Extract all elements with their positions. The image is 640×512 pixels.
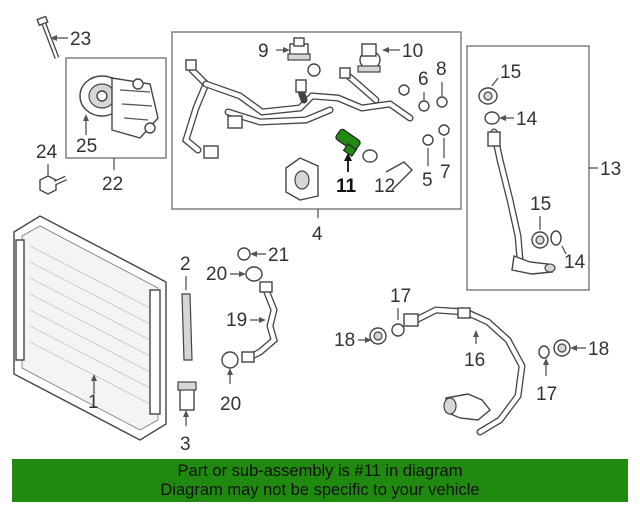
line-19[interactable] — [241, 281, 278, 363]
box-4 — [171, 31, 462, 210]
bolt-23[interactable] — [36, 15, 60, 59]
bolt-24[interactable] — [39, 175, 68, 195]
banner-line-2: Diagram may not be specific to your vehi… — [160, 481, 480, 499]
compressor-25[interactable] — [79, 75, 159, 139]
o-ring-8[interactable] — [436, 96, 448, 108]
arrow-16 — [473, 330, 479, 337]
callout-4[interactable]: 4 — [312, 224, 323, 245]
callout-1[interactable]: 1 — [88, 392, 99, 413]
o-ring-near-9[interactable] — [307, 63, 321, 77]
callout-25[interactable]: 25 — [76, 136, 97, 157]
callout-24[interactable]: 24 — [36, 142, 58, 163]
callout-13[interactable]: 13 — [600, 159, 621, 180]
o-ring-17-left[interactable] — [391, 323, 405, 337]
pipe-assembly-4[interactable] — [181, 59, 414, 159]
condenser-1[interactable] — [13, 215, 167, 441]
callout-8[interactable]: 8 — [436, 59, 447, 80]
seal-20-bottom[interactable] — [221, 351, 239, 369]
callout-21[interactable]: 21 — [268, 245, 289, 266]
arrow-23 — [50, 35, 57, 41]
box-22 — [65, 57, 167, 159]
banner-line-1: Part or sub-assembly is #11 in diagram — [177, 462, 463, 480]
callout-12[interactable]: 12 — [374, 176, 395, 197]
isolator-block[interactable] — [285, 157, 319, 201]
o-ring-upper[interactable] — [398, 84, 410, 96]
callout-17a[interactable]: 17 — [390, 286, 411, 307]
callout-17b[interactable]: 17 — [536, 384, 557, 405]
callout-16[interactable]: 16 — [464, 350, 485, 371]
callout-19[interactable]: 19 — [226, 310, 247, 331]
arrow-21 — [250, 251, 257, 257]
valve-10[interactable] — [357, 43, 381, 73]
arrow-3 — [183, 410, 189, 417]
arrow-9 — [283, 47, 290, 53]
arrow-18b — [570, 345, 577, 351]
leader-15a — [491, 77, 499, 87]
o-ring-5[interactable] — [422, 134, 434, 146]
o-ring-12[interactable] — [362, 149, 378, 163]
arrow-20a — [239, 271, 246, 277]
callout-11[interactable]: 11 — [336, 176, 357, 197]
pressure-switch-11[interactable] — [335, 128, 362, 157]
arrow-18a — [365, 337, 372, 343]
info-banner: Part or sub-assembly is #11 in diagram D… — [12, 459, 628, 502]
o-ring-17-right[interactable] — [538, 345, 550, 359]
o-ring-7[interactable] — [438, 124, 450, 136]
arrow-10 — [382, 47, 389, 53]
seal-20-top[interactable] — [245, 266, 263, 282]
hose-13[interactable] — [487, 128, 556, 275]
callout-18b[interactable]: 18 — [588, 339, 609, 360]
o-ring-6[interactable] — [418, 100, 430, 112]
callout-20b[interactable]: 20 — [220, 394, 241, 415]
arrow-19 — [259, 317, 266, 323]
callout-5[interactable]: 5 — [422, 170, 433, 191]
callout-15a[interactable]: 15 — [500, 62, 521, 83]
o-ring-14-bottom[interactable] — [550, 230, 562, 246]
drier-3[interactable] — [177, 381, 197, 411]
callout-15b[interactable]: 15 — [530, 194, 551, 215]
callout-20a[interactable]: 20 — [206, 264, 227, 285]
fitting-9[interactable] — [287, 37, 311, 61]
callout-22[interactable]: 22 — [102, 174, 123, 195]
leader-14b — [561, 245, 567, 255]
callout-10[interactable]: 10 — [402, 41, 423, 62]
callout-3[interactable]: 3 — [180, 434, 191, 455]
callout-14b[interactable]: 14 — [564, 252, 586, 273]
callout-6[interactable]: 6 — [418, 69, 429, 90]
line-16[interactable] — [403, 306, 526, 436]
arrow-20b — [227, 368, 233, 375]
arrow-14a — [499, 115, 506, 121]
callout-9[interactable]: 9 — [258, 41, 269, 62]
callout-7[interactable]: 7 — [440, 162, 451, 183]
arrow-1 — [91, 374, 97, 381]
callout-14a[interactable]: 14 — [516, 109, 538, 130]
seal-strip-2[interactable] — [181, 293, 193, 361]
callout-23[interactable]: 23 — [70, 29, 91, 50]
o-ring-14-top[interactable] — [484, 111, 500, 125]
bracket-12[interactable] — [385, 161, 413, 191]
o-ring-21[interactable] — [237, 247, 251, 261]
arrow-11 — [344, 153, 352, 161]
callout-2[interactable]: 2 — [180, 254, 191, 275]
arrow-25 — [83, 114, 89, 121]
arrow-17b — [543, 358, 549, 365]
callout-18a[interactable]: 18 — [334, 330, 355, 351]
